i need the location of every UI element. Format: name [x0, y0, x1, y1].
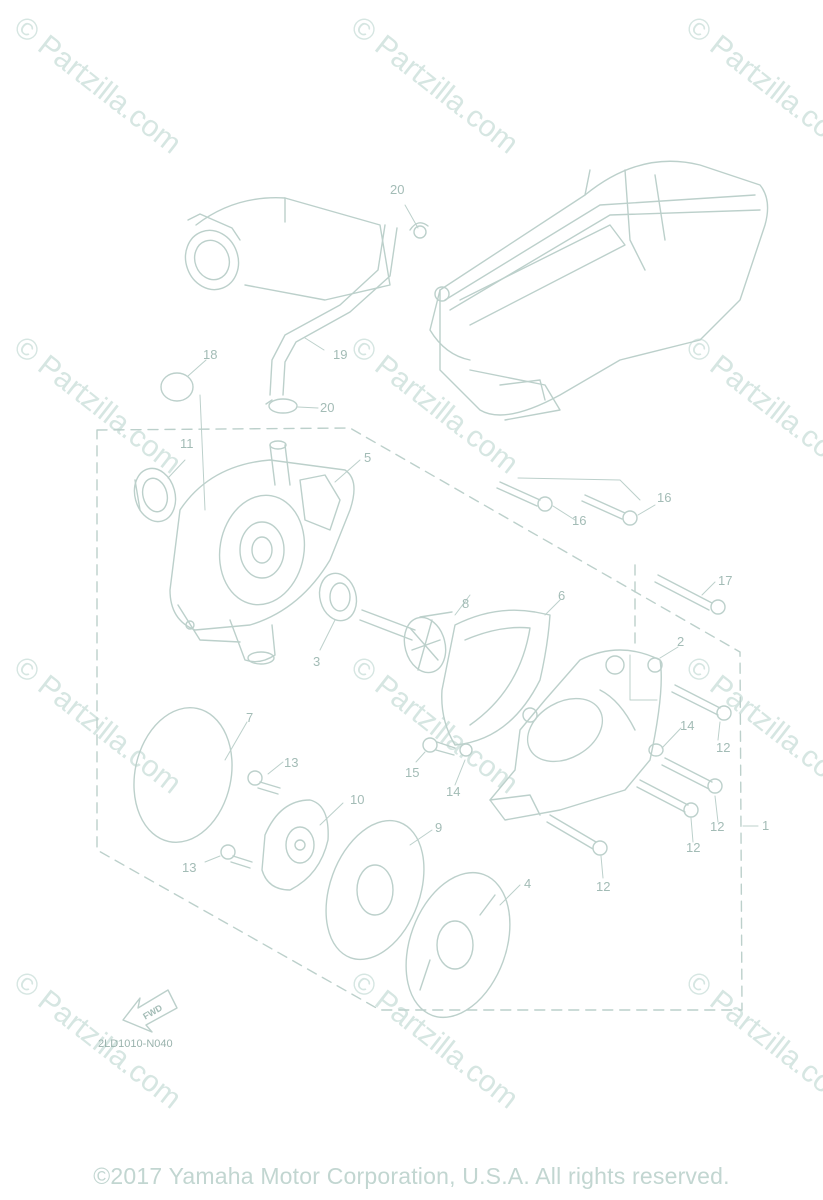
seal-plate	[405, 871, 511, 1019]
fwd-label: FWD	[141, 1002, 164, 1021]
callout-12: 12	[716, 740, 730, 755]
bolts-13	[220, 770, 281, 869]
impeller-shaft	[359, 609, 453, 674]
callout-5: 5	[364, 450, 371, 465]
callout-16: 16	[657, 490, 671, 505]
pump-bearing	[318, 572, 358, 622]
callout-13: 13	[182, 860, 196, 875]
callout-18: 18	[203, 347, 217, 362]
callout-10: 10	[350, 792, 364, 807]
callout-19: 19	[333, 347, 347, 362]
leader-lines	[167, 204, 759, 906]
air-box	[429, 160, 769, 421]
diagram-code: 2LD1010-N040	[98, 1038, 173, 1050]
callout-15: 15	[405, 765, 419, 780]
callout-4: 4	[524, 876, 531, 891]
callout-13: 13	[284, 755, 298, 770]
callout-17: 17	[718, 573, 732, 588]
callout-14: 14	[446, 784, 460, 799]
callout-12: 12	[686, 840, 700, 855]
large-o-ring	[133, 707, 233, 843]
washer	[648, 743, 664, 757]
cover-plate	[261, 799, 329, 891]
callout-3: 3	[313, 654, 320, 669]
callout-8: 8	[462, 596, 469, 611]
hose-clip	[265, 398, 298, 414]
callout-2: 2	[677, 634, 684, 649]
bolt-17	[654, 574, 726, 615]
copyright-notice: ©2017 Yamaha Motor Corporation, U.S.A. A…	[93, 1163, 730, 1189]
callout-20: 20	[390, 182, 404, 197]
gasket	[441, 609, 551, 746]
bearing	[133, 467, 177, 523]
plate-gasket	[325, 819, 425, 961]
o-ring	[160, 372, 194, 402]
callout-9: 9	[435, 820, 442, 835]
callout-11: 11	[180, 436, 194, 451]
bolts	[546, 684, 732, 856]
pump-housing	[169, 440, 355, 665]
assembly-outline	[96, 427, 743, 1011]
callout-20: 20	[320, 400, 334, 415]
callout-16: 16	[572, 513, 586, 528]
fwd-arrow-icon	[122, 989, 178, 1033]
callout-1: 1	[762, 818, 769, 833]
callout-12: 12	[710, 819, 724, 834]
callout-14: 14	[680, 718, 694, 733]
drain-bolt	[422, 737, 456, 756]
callout-7: 7	[246, 710, 253, 725]
bolts-16	[496, 481, 638, 526]
breather-hose	[269, 222, 429, 396]
intake-duct	[184, 197, 391, 301]
pump-cover	[489, 649, 663, 821]
callout-12: 12	[596, 879, 610, 894]
washer	[459, 743, 473, 757]
callout-6: 6	[558, 588, 565, 603]
